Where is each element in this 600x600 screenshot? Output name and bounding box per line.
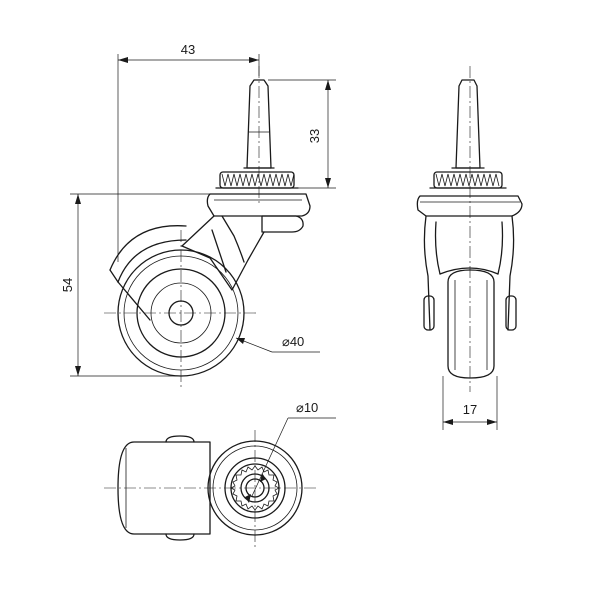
front-fork (423, 215, 517, 331)
dim-17: 17 (442, 376, 498, 430)
dim-33: 33 (268, 79, 336, 189)
dim-label-54: 54 (60, 278, 75, 292)
front-collar (429, 171, 507, 189)
dim-43: 43 (117, 42, 260, 262)
dim-d10: ⌀10 (245, 400, 336, 503)
front-stem (451, 79, 485, 169)
front-view: 17 (416, 66, 523, 430)
side-fork (181, 215, 265, 291)
side-top-plate (206, 193, 311, 233)
side-view: 43 33 54 ⌀40 (60, 42, 336, 390)
bottom-wheel-body (117, 435, 211, 541)
side-collar (215, 171, 299, 189)
dim-label-43: 43 (181, 42, 195, 57)
side-hood (109, 225, 187, 321)
bottom-view: ⌀10 (104, 400, 336, 548)
dim-label-17: 17 (463, 402, 477, 417)
dim-label-33: 33 (307, 129, 322, 143)
front-wheel (447, 269, 495, 379)
dim-54: 54 (60, 193, 210, 377)
dim-label-d10: ⌀10 (296, 400, 318, 415)
dim-label-d40: ⌀40 (282, 334, 304, 349)
dim-d40: ⌀40 (235, 334, 320, 353)
front-top-plate (416, 195, 523, 217)
